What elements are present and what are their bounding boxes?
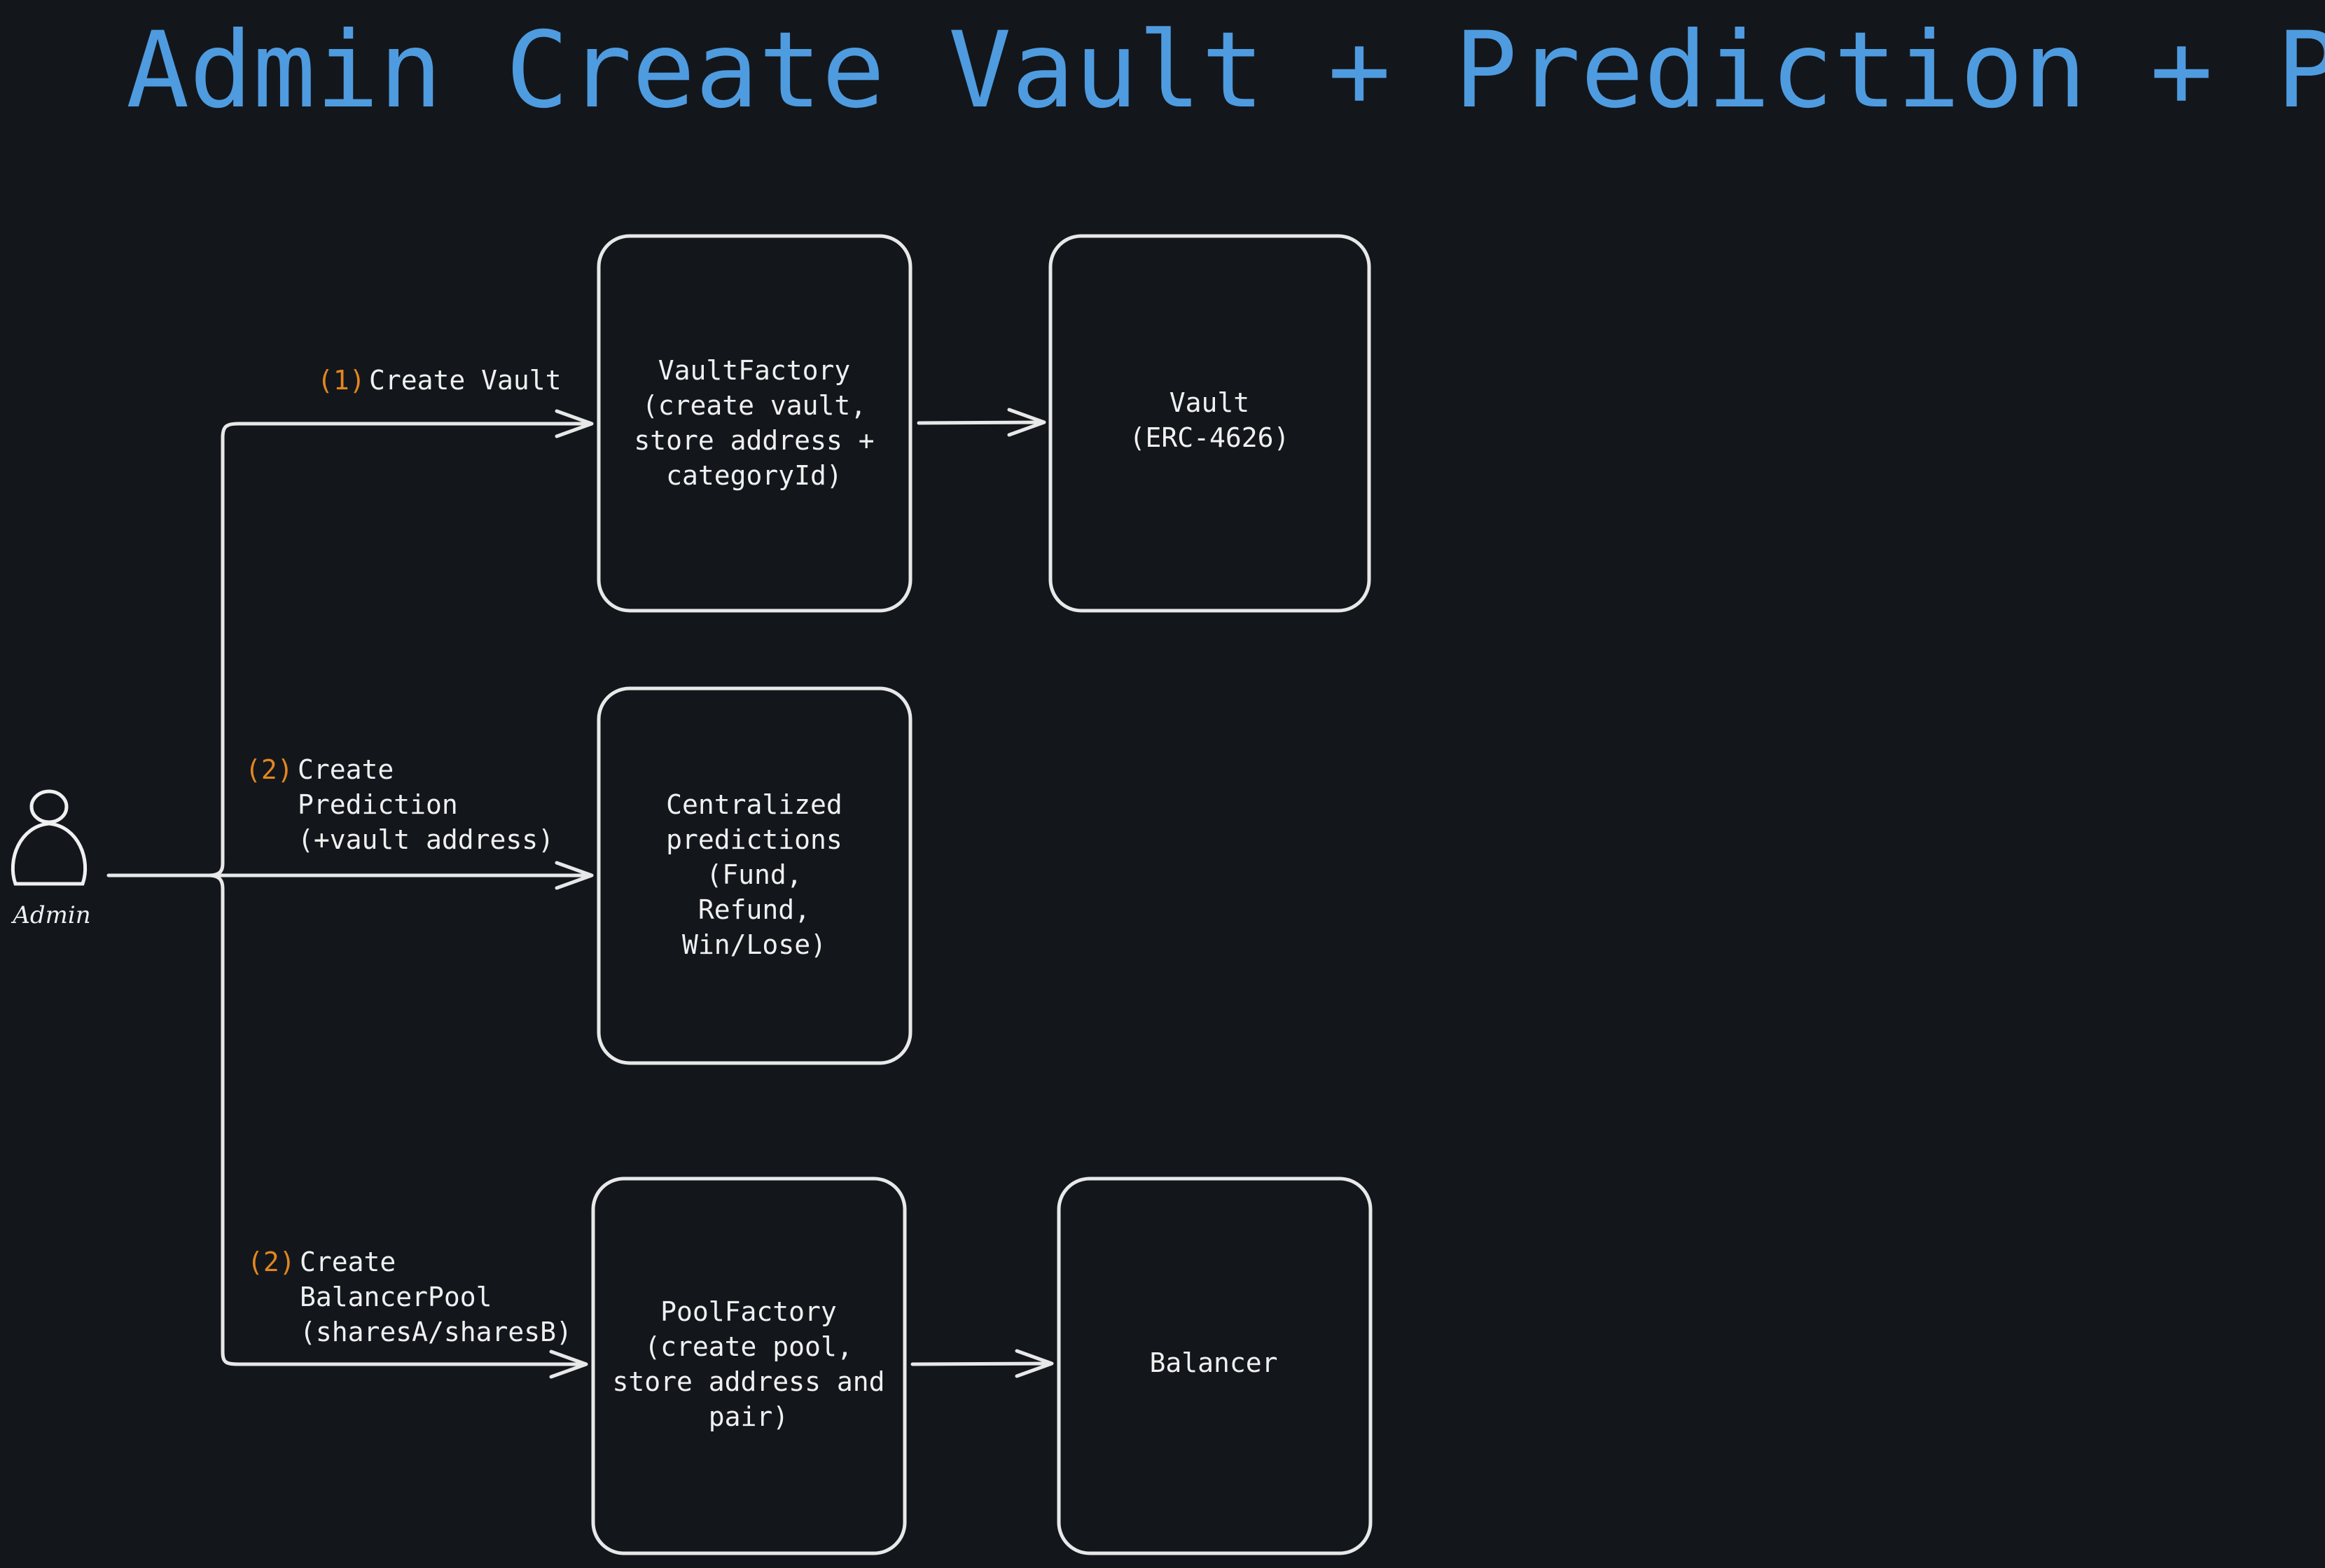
pool-factory-text-line: store address and [613,1366,885,1397]
create-vault-label: (1) Create Vault [317,365,562,396]
pool-factory-to-balancer-arrowhead [1015,1349,1054,1378]
create-prediction-arrowhead [555,861,594,890]
predictions-text-line: Refund, [698,894,810,925]
create-prediction-label-text-line: (+vault address) [298,824,554,855]
predictions-text-line: predictions [666,824,842,855]
create-vault-edge [207,422,592,877]
user-icon [11,789,88,886]
vault-factory-text-line: (create vault, [642,390,866,421]
balancer-box [1057,1177,1373,1555]
vault-text-line: (ERC-4626) [1130,422,1290,453]
create-pool-edge [207,873,586,1366]
pool-factory-text-line: pair) [709,1401,789,1432]
vault-box [1048,234,1371,613]
vault-text: Vault (ERC-4626) [1130,387,1290,453]
create-pool-label-text-line: BalancerPool [300,1282,492,1312]
pool-factory-text-line: PoolFactory [660,1296,837,1327]
vault-factory-text-line: VaultFactory [658,355,851,386]
admin-actor: Admin [11,789,91,929]
balancer-text: Balancer [1149,1347,1277,1378]
predictions-text-line: (Fund, [706,859,802,890]
create-vault-step-number: (1) [317,365,366,396]
predictions-box [597,686,912,1065]
admin-label: Admin [11,901,90,929]
pool-factory-box [591,1177,907,1555]
create-pool-label-text-line: (sharesA/sharesB) [300,1317,572,1347]
create-prediction-step-number: (2) [245,754,293,785]
vault-factory-text-line: store address + [634,425,874,456]
diagram-title: Admin Create Vault + Prediction + Pool [126,10,2325,132]
vault-factory-to-vault-edge [917,420,1044,425]
vault-factory-text: VaultFactory (create vault, store address … [634,355,874,491]
predictions-text-line: Centralized [666,789,842,820]
balancer-text-line: Balancer [1149,1347,1277,1378]
create-vault-label-text-line: Create Vault [369,365,562,396]
pool-factory-text: PoolFactory (create pool, store address an… [613,1296,885,1432]
create-vault-label-text: Create Vault [369,365,562,396]
vault-factory-text-line: categoryId) [666,460,842,491]
pool-factory-text-line: (create pool, [644,1331,852,1362]
create-pool-step-number: (2) [247,1247,296,1277]
create-prediction-label-text-line: Create [298,754,394,785]
vault-factory-box [597,234,912,613]
vault-factory-to-vault-arrowhead [1007,408,1046,437]
predictions-text-line: Win/Lose) [682,929,826,960]
predictions-text: Centralized predictions (Fund, Refund, Win/L… [666,789,842,960]
vault-text-line: Vault [1170,387,1249,418]
create-vault-arrowhead [555,409,594,438]
create-pool-arrowhead [549,1350,588,1379]
create-prediction-label-text-line: Prediction [298,789,458,820]
create-pool-label-text-line: Create [300,1247,396,1277]
